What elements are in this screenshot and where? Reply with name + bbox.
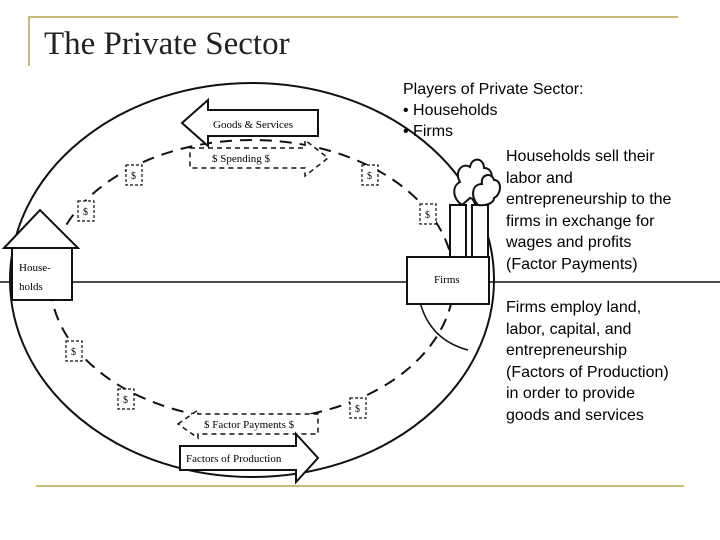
dollar-marker-4-label: $	[425, 210, 430, 221]
players-item-firms: • Firms	[403, 123, 454, 140]
firms-description-line: goods and services	[506, 406, 644, 424]
households-label-line2: holds	[19, 281, 43, 293]
dollar-marker-6-label: $	[123, 395, 128, 406]
dollar-marker-2-label: $	[83, 207, 88, 218]
bottom-rule	[36, 485, 684, 487]
players-list: Players of Private Sector: • Households …	[403, 79, 584, 142]
households-description-line: entrepreneurship to the	[506, 191, 672, 208]
households-description-line: firms in exchange for	[506, 212, 655, 230]
goods-services-label: Goods & Services	[213, 119, 293, 131]
firms-description: Firms employ land, labor, capital, and e…	[506, 297, 706, 426]
smoke-cloud-right	[472, 174, 501, 207]
goods-services-arrow	[180, 97, 319, 149]
dollar-marker-7	[349, 397, 367, 419]
svg-text:House- holds: House- holds	[19, 262, 54, 293]
firms-connector-arc	[419, 301, 469, 351]
dollar-marker-1-label: $	[131, 171, 136, 182]
factor-payments-arrow	[176, 408, 319, 440]
households-box	[11, 247, 73, 301]
dollar-marker-6	[117, 388, 135, 410]
dollar-marker-7-label: $	[355, 404, 360, 415]
firms-description-line: Firms employ land,	[506, 299, 642, 316]
dollar-marker-5-label: $	[71, 347, 76, 358]
factors-production-arrow	[179, 431, 320, 485]
households-roof	[1, 208, 81, 249]
firms-description-line: in order to provide	[506, 385, 635, 402]
households-description-line: (Factor Payments)	[506, 255, 638, 273]
outer-flow-ellipse	[9, 82, 495, 478]
firms-description-line: entrepreneurship	[506, 342, 627, 359]
dollar-marker-1	[125, 164, 143, 186]
dollar-marker-3-label: $	[367, 171, 372, 182]
inner-money-flow-ellipse	[49, 139, 455, 421]
households-description-line: wages and profits	[506, 234, 632, 251]
households-description-line: labor and	[506, 169, 573, 187]
dollar-marker-5	[65, 340, 83, 362]
factor-payments-label: $ Factor Payments $	[204, 419, 295, 431]
players-heading: Players of Private Sector:	[403, 81, 584, 98]
firms-description-line: (Factors of Production)	[506, 363, 669, 381]
households-description: Households sell their labor and entrepre…	[506, 146, 706, 275]
spending-label: $ Spending $	[212, 153, 271, 165]
firms-box	[406, 256, 490, 305]
title-rule	[28, 16, 678, 18]
firms-description-line: labor, capital, and	[506, 320, 632, 338]
firms-chimney-left	[449, 204, 467, 258]
spending-arrow	[189, 138, 330, 178]
dollar-marker-2	[77, 200, 95, 222]
dollar-marker-3	[361, 164, 379, 186]
dollar-marker-4	[419, 203, 437, 225]
firms-label: Firms	[434, 274, 460, 286]
households-label-line1: House-	[19, 262, 51, 274]
households-description-line: Households sell their	[506, 148, 655, 165]
players-item-households: • Households	[403, 102, 498, 119]
firms-chimney-right	[471, 204, 489, 258]
page-title: The Private Sector	[44, 26, 290, 62]
factors-production-label: Factors of Production	[186, 453, 282, 465]
title-vertical-rule	[28, 16, 30, 66]
